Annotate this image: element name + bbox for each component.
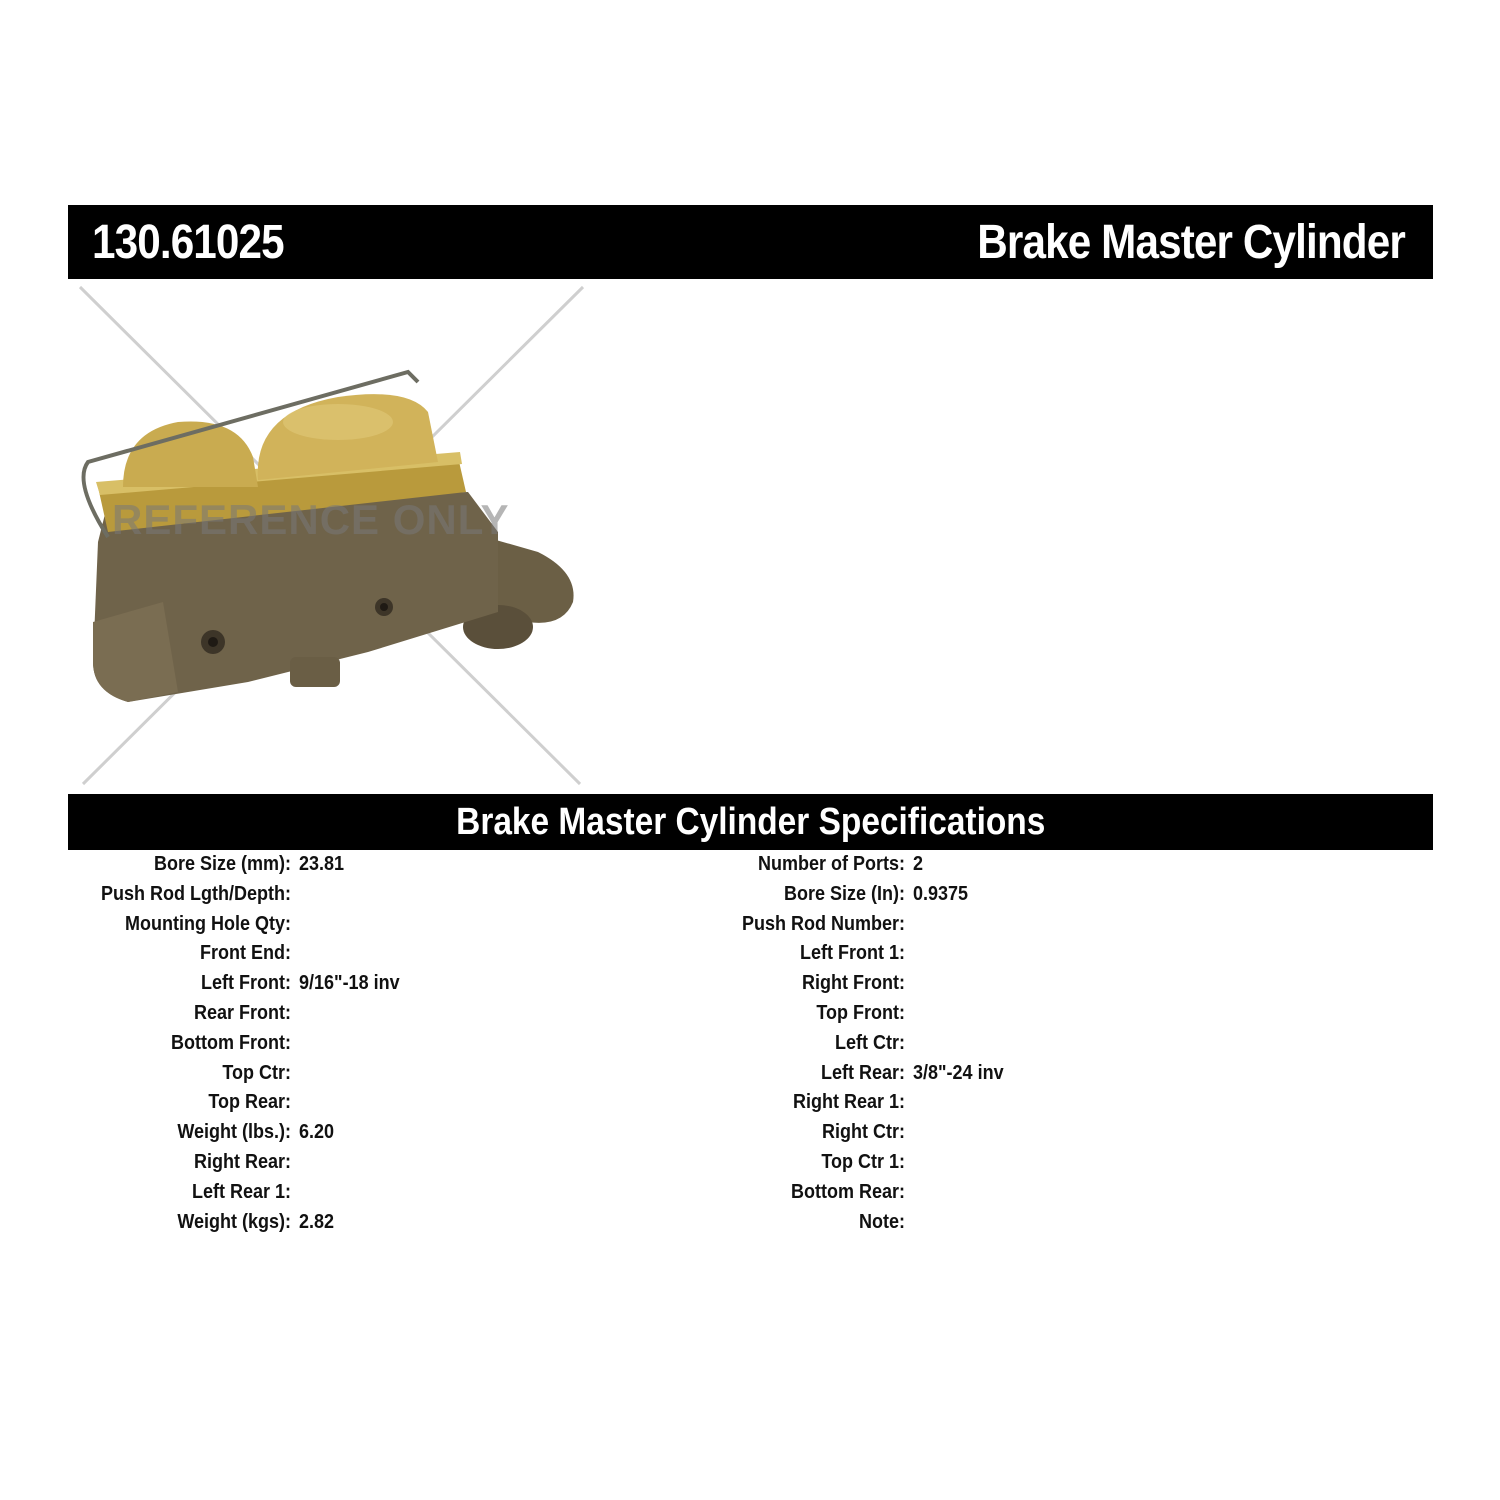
product-name: Brake Master Cylinder <box>977 216 1405 269</box>
title-bar: 130.61025 Brake Master Cylinder <box>68 205 1433 279</box>
watermark-text: REFERENCE ONLY <box>112 496 510 543</box>
part-number: 130.61025 <box>92 216 285 269</box>
product-image: REFERENCE ONLY <box>68 282 598 792</box>
specifications-header: Brake Master Cylinder Specifications <box>68 794 1433 850</box>
master-cylinder-illustration <box>78 285 585 786</box>
specifications-title: Brake Master Cylinder Specifications <box>455 801 1046 843</box>
